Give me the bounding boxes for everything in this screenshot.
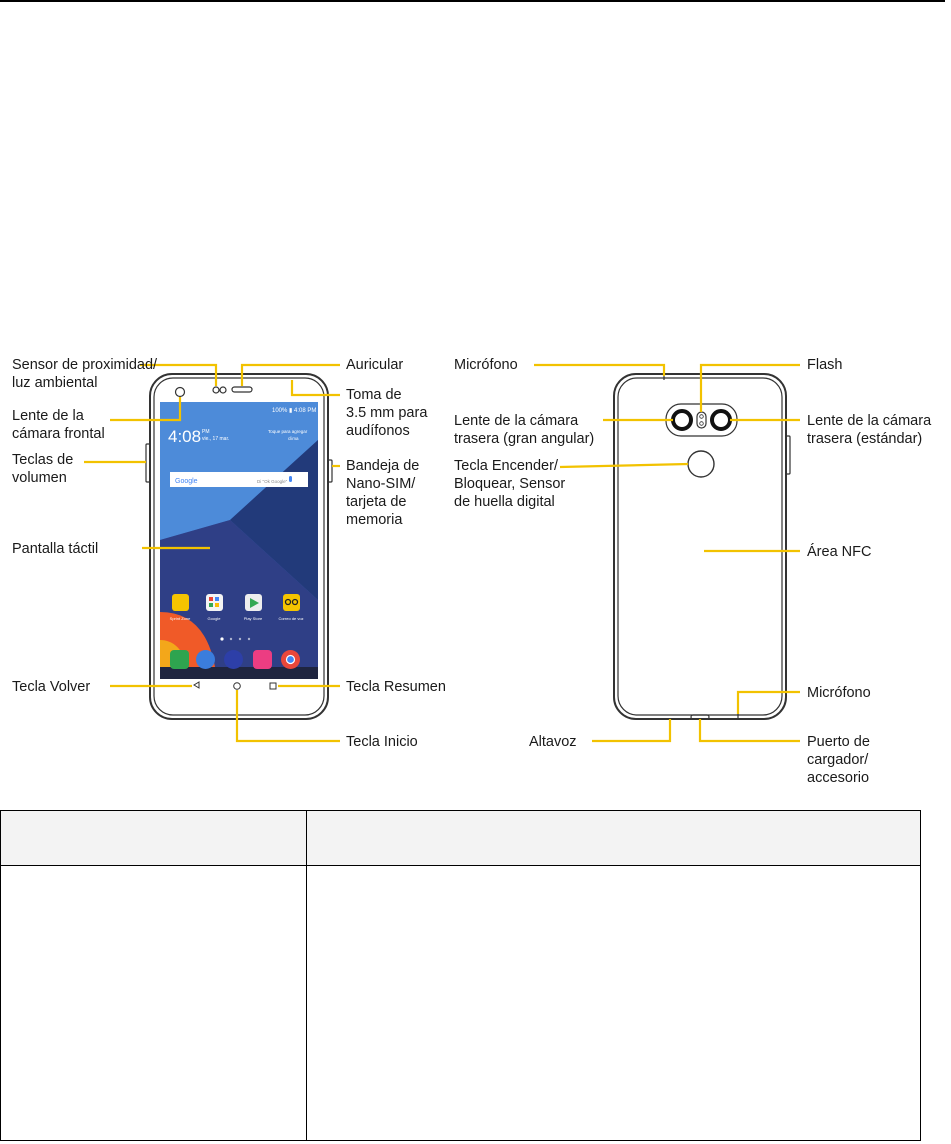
- dock: [170, 650, 300, 669]
- dock-messages-icon[interactable]: [196, 650, 215, 669]
- sim-tray: [327, 459, 333, 483]
- google-search-bar[interactable]: [170, 472, 308, 487]
- google-logo-text: Google: [175, 478, 198, 485]
- label-standard-camera-2: trasera (estándar): [807, 431, 922, 447]
- label-charger-port-2: cargador/: [807, 752, 869, 768]
- label-front-camera: Lente de la: [12, 408, 85, 424]
- dock-gallery-icon[interactable]: [253, 650, 272, 669]
- parts-table: [0, 810, 921, 1141]
- home-key-icon[interactable]: [233, 682, 241, 690]
- label-nfc-area: Área NFC: [807, 543, 871, 560]
- status-bar-text: 100% ▮ 4:08 PM: [272, 408, 316, 414]
- clock-date: vie., 17 mar.: [202, 436, 229, 442]
- back-key-icon[interactable]: [193, 681, 200, 689]
- top-rule: [0, 0, 945, 2]
- label-volume-keys: Teclas de: [12, 452, 73, 468]
- back-labels: Micrófono Lente de la cámara trasera (gr…: [454, 357, 932, 786]
- label-charger-port: Puerto de: [807, 734, 870, 750]
- label-sim-tray-4: memoria: [346, 512, 403, 528]
- label-charger-port-3: accesorio: [807, 770, 869, 786]
- label-sim-tray-2: Nano-SIM/: [346, 476, 416, 492]
- app-row: Sprint Zone Google Play Store Correo de …: [170, 594, 304, 621]
- table-cell-part: [0, 865, 307, 1141]
- table-header-cell-description: [306, 810, 921, 866]
- leader-lines: [84, 363, 800, 743]
- label-bottom-mic: Micrófono: [807, 685, 871, 701]
- table-cell-description: [306, 865, 921, 1141]
- dock-phone-icon[interactable]: [170, 650, 189, 669]
- back-side-key: [785, 435, 791, 475]
- wide-camera-lens-icon: [671, 409, 693, 431]
- label-sim-tray: Bandeja de: [346, 458, 419, 474]
- label-headset-jack-3: audífonos: [346, 423, 410, 439]
- label-earpiece: Auricular: [346, 357, 403, 373]
- front-labels: Sensor de proximidad/ luz ambiental Lent…: [12, 357, 446, 750]
- label-back-key: Tecla Volver: [12, 679, 90, 695]
- label-standard-camera: Lente de la cámara: [807, 413, 932, 429]
- label-wide-camera-2: trasera (gran angular): [454, 431, 594, 447]
- label-front-camera-2: cámara frontal: [12, 426, 105, 442]
- clock-ampm: PM: [202, 429, 210, 435]
- table-row: [0, 865, 921, 1141]
- front-phone-inner-bezel: [153, 377, 325, 716]
- app-google-folder-icon[interactable]: [206, 594, 223, 611]
- label-volume-keys-2: volumen: [12, 470, 67, 486]
- mic-icon[interactable]: [289, 476, 292, 482]
- dock-camera-icon[interactable]: [224, 650, 243, 669]
- weather-hint-1: Toque para agregar: [268, 429, 308, 434]
- app-label-sprint-zone: Sprint Zone: [170, 616, 191, 621]
- label-sim-tray-3: tarjeta de: [346, 494, 406, 510]
- label-power-key: Tecla Encender/: [454, 458, 559, 474]
- label-proximity-sensor: Sensor de proximidad/: [12, 357, 158, 373]
- label-touchscreen: Pantalla táctil: [12, 541, 98, 557]
- app-label-google: Google: [208, 616, 222, 621]
- earpiece-slot: [231, 386, 253, 393]
- clock-time: 4:08: [168, 427, 201, 446]
- app-voicemail-icon[interactable]: [283, 594, 300, 611]
- proximity-sensor-icon: [212, 386, 220, 394]
- label-power-key-2: Bloquear, Sensor: [454, 476, 565, 492]
- phone-diagram: 100% ▮ 4:08 PM 4:08 PM vie., 17 mar. Toq…: [12, 357, 932, 786]
- fingerprint-sensor-icon[interactable]: [687, 450, 715, 478]
- label-power-key-3: de huella digital: [454, 494, 555, 510]
- label-recents-key: Tecla Resumen: [346, 679, 446, 695]
- volume-keys: [145, 443, 151, 483]
- table-header-cell-part: [0, 810, 307, 866]
- label-headset-jack: Toma de: [346, 387, 402, 403]
- label-proximity-sensor-2: luz ambiental: [12, 375, 97, 391]
- front-camera-icon: [174, 386, 186, 398]
- label-headset-jack-2: 3.5 mm para: [346, 405, 428, 421]
- label-speaker: Altavoz: [529, 734, 577, 750]
- front-phone: 100% ▮ 4:08 PM 4:08 PM vie., 17 mar. Toq…: [145, 373, 333, 720]
- app-label-voicemail: Correo de voz: [278, 616, 303, 621]
- label-flash: Flash: [807, 357, 842, 373]
- app-label-play-store: Play Store: [244, 616, 263, 621]
- ambient-sensor-icon: [219, 386, 227, 394]
- standard-camera-lens-icon: [710, 409, 732, 431]
- table-header-row: [0, 810, 921, 866]
- label-home-key: Tecla Inicio: [346, 734, 418, 750]
- label-top-mic: Micrófono: [454, 357, 518, 373]
- back-phone: [613, 373, 791, 720]
- label-wide-camera: Lente de la cámara: [454, 413, 579, 429]
- page-indicator: [220, 637, 251, 641]
- weather-hint-2: clima: [288, 436, 299, 441]
- search-hint-text: Di "Ok Google": [257, 479, 288, 484]
- app-sprint-zone-icon[interactable]: [172, 594, 189, 611]
- recents-key-icon[interactable]: [269, 682, 277, 690]
